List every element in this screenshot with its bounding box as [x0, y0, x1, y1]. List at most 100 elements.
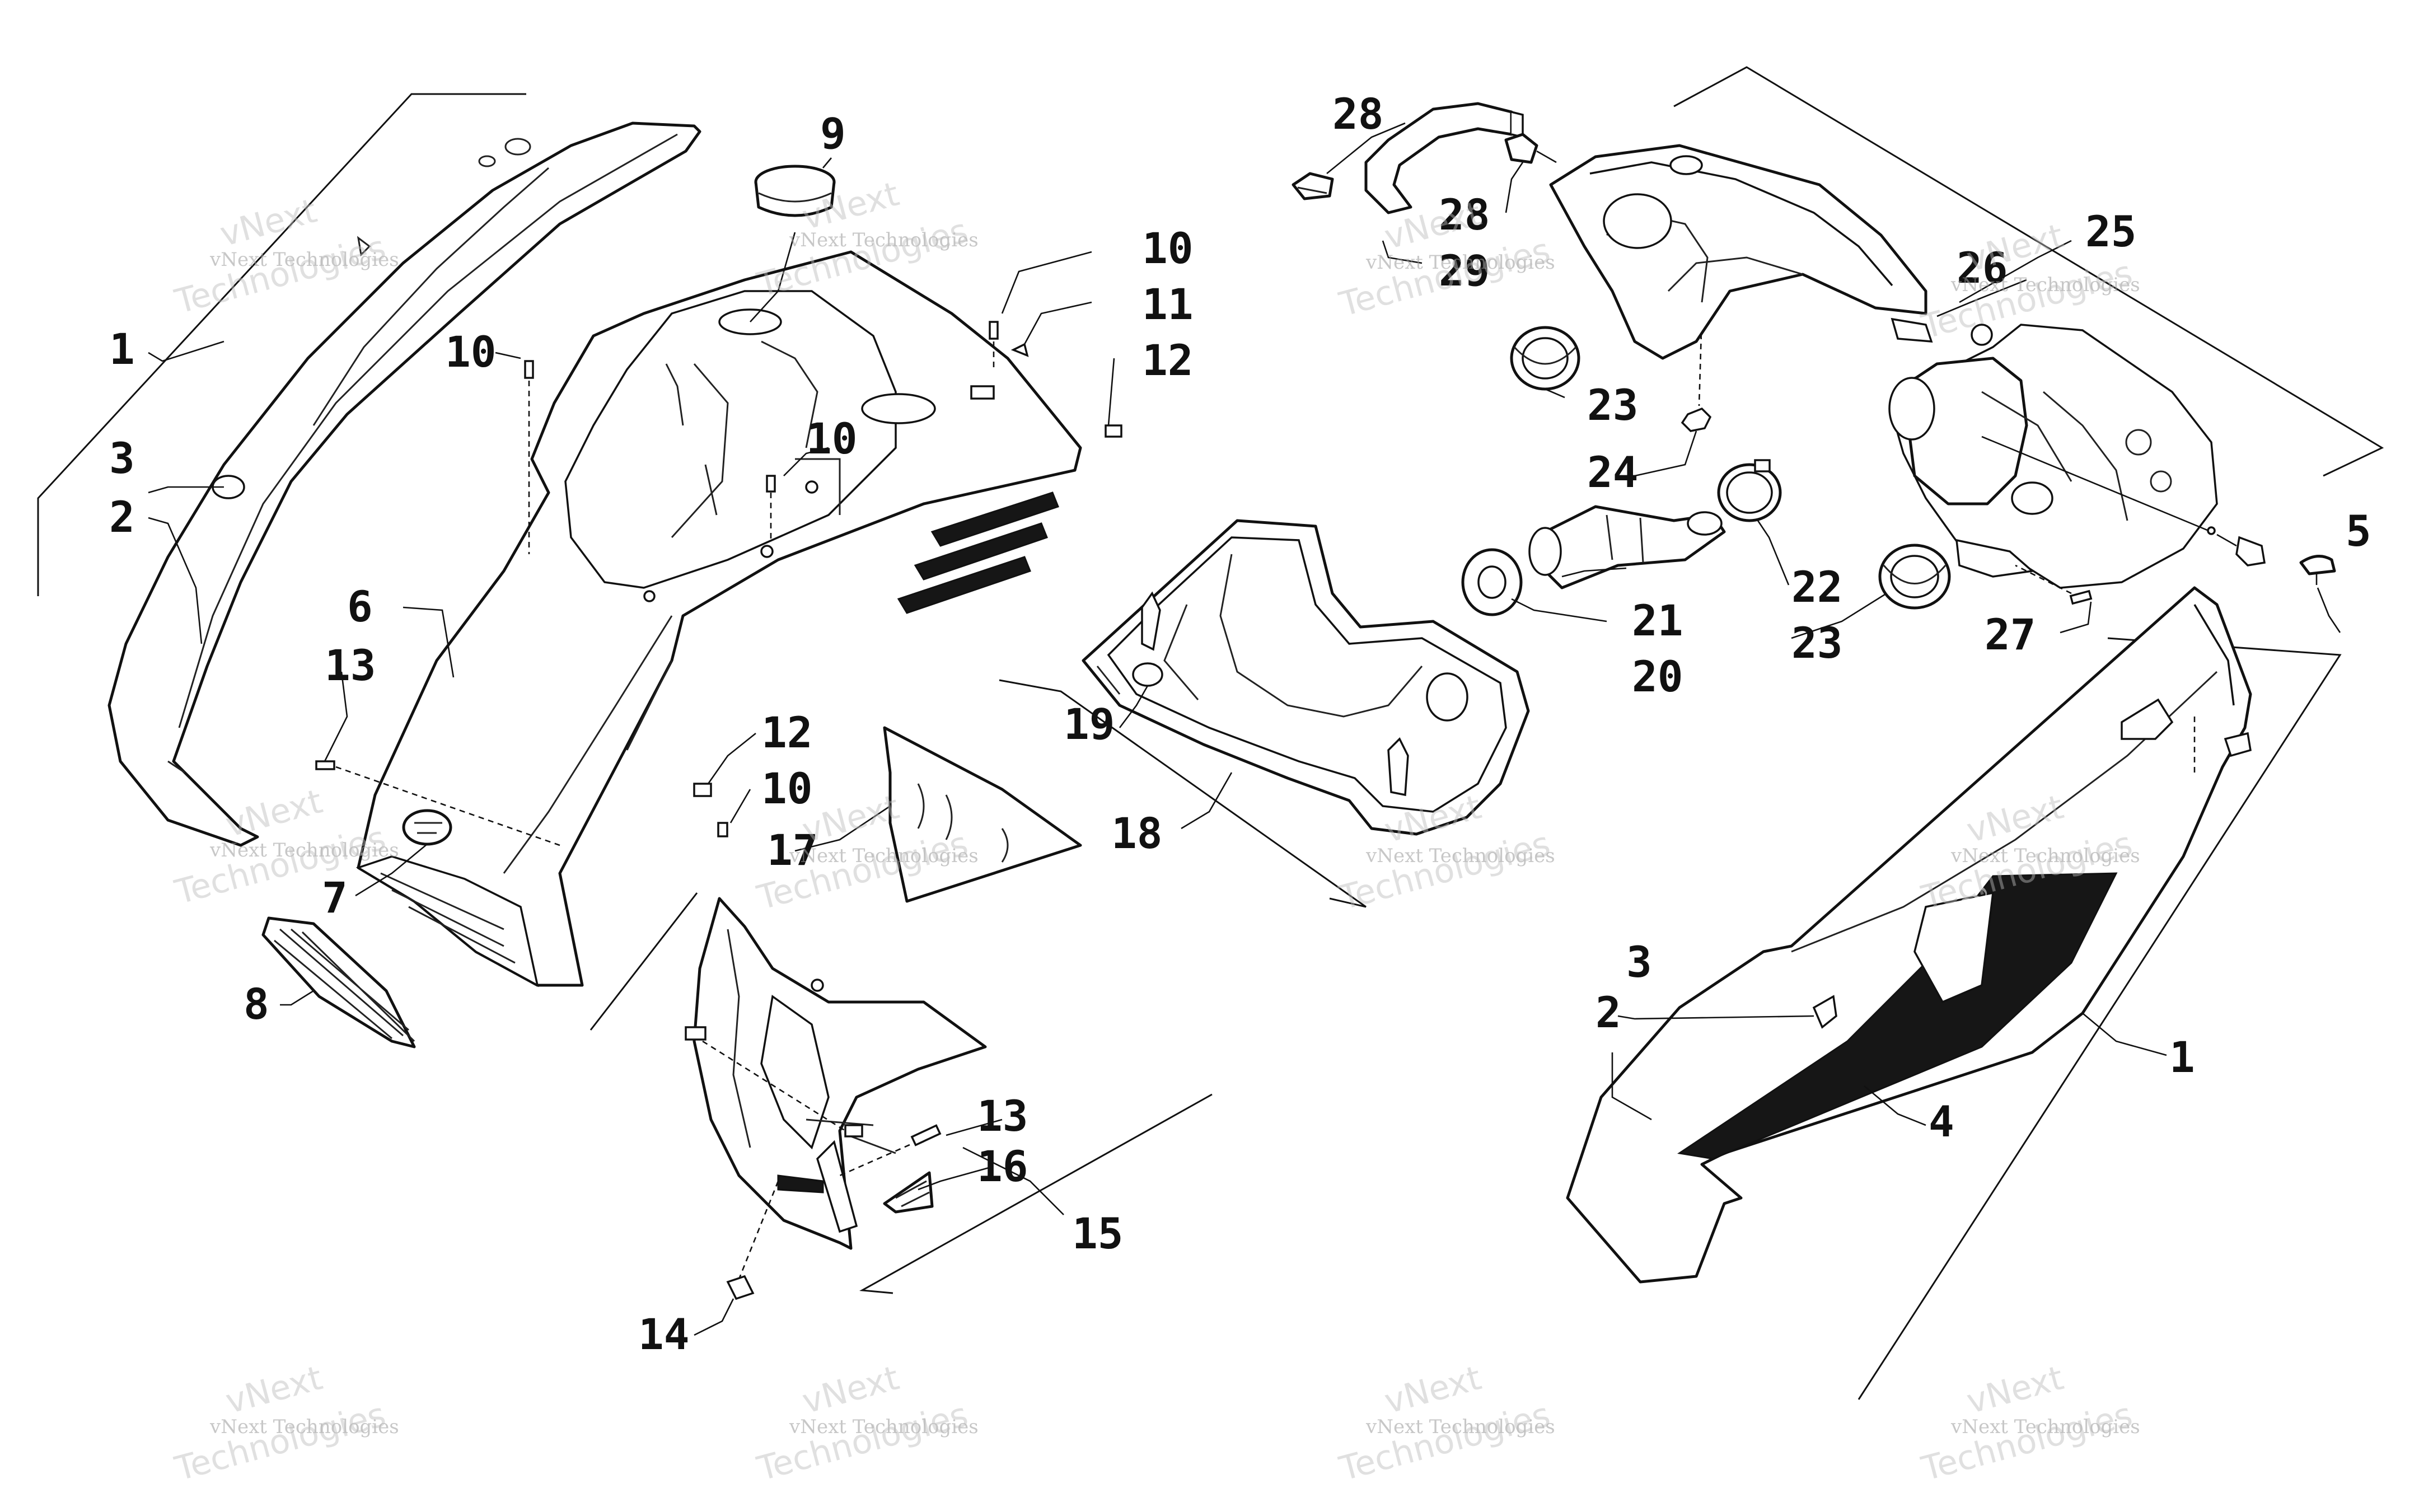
- hood-fasteners: [315, 321, 1122, 846]
- svg-text:vNext: vNext: [1381, 1359, 1485, 1422]
- callout-10-c: 10: [806, 414, 858, 464]
- callout-15: 15: [1072, 1209, 1124, 1258]
- svg-text:vNext: vNext: [222, 782, 326, 845]
- svg-text:Technologies: Technologies: [1335, 1395, 1554, 1489]
- watermark-10: vNext Technologies vNext Technologies: [753, 1359, 979, 1489]
- screw-27: [2015, 564, 2093, 605]
- callout-16: 16: [977, 1141, 1028, 1191]
- grille-insert-16: [883, 1171, 934, 1214]
- hood-trim-left: [107, 121, 701, 847]
- callout-28-b: 28: [1439, 190, 1490, 240]
- callout-9: 9: [820, 109, 846, 158]
- svg-text:vNext Technologies: vNext Technologies: [789, 229, 979, 251]
- callout-19: 19: [1064, 699, 1115, 749]
- callout-8: 8: [244, 979, 269, 1029]
- svg-text:vNext Technologies: vNext Technologies: [1365, 845, 1555, 867]
- airbox-18: [1082, 519, 1530, 836]
- callout-21: 21: [1632, 596, 1683, 645]
- callout-20: 20: [1632, 652, 1683, 701]
- callout-23-a: 23: [1587, 380, 1639, 430]
- grommet-23-b: [1878, 544, 1951, 610]
- leader-lines: [148, 122, 2341, 1336]
- callout-10-a: 10: [445, 327, 497, 377]
- callout-27: 27: [1985, 610, 2036, 659]
- callout-13-a: 13: [325, 640, 376, 690]
- callout-1-right: 1: [2169, 1032, 2195, 1082]
- callout-11: 11: [1142, 279, 1194, 329]
- vent-screen-8: [261, 916, 416, 1048]
- hose-clamp-28-b: [1504, 133, 1557, 164]
- svg-text:vNext Technologies: vNext Technologies: [209, 839, 399, 862]
- side-panel-right: F1100: [1566, 586, 2252, 1284]
- screw-10-a: [524, 360, 534, 379]
- svg-text:vNext: vNext: [798, 788, 903, 851]
- belly-pan-hardware: [726, 1124, 942, 1300]
- hood-6: [357, 250, 1082, 987]
- emblem-3-right-icon: [1812, 995, 1837, 1029]
- callout-12-a: 12: [1142, 335, 1194, 385]
- watermark-11: vNext Technologies vNext Technologies: [1335, 1359, 1555, 1489]
- callout-12-b: 12: [761, 708, 813, 757]
- svg-text:vNext: vNext: [222, 1359, 326, 1422]
- svg-text:Technologies: Technologies: [1335, 231, 1554, 325]
- svg-text:vNext Technologies: vNext Technologies: [789, 1416, 979, 1438]
- decal-4-icon: [1677, 872, 2118, 1160]
- svg-text:vNext Technologies: vNext Technologies: [1950, 845, 2140, 867]
- callout-10-d: 10: [761, 764, 813, 813]
- svg-text:vNext Technologies: vNext Technologies: [1950, 274, 2140, 296]
- callout-26: 26: [1957, 243, 2008, 293]
- speed-nut-14: [726, 1275, 755, 1300]
- callout-10-b: 10: [1142, 223, 1194, 273]
- callout-5: 5: [2346, 506, 2371, 556]
- speed-nut-12-a: [1105, 424, 1122, 438]
- speed-nut-12-b: [693, 783, 712, 797]
- svg-text:Technologies: Technologies: [171, 1395, 390, 1489]
- intake-assembly-25: [1549, 144, 2218, 589]
- plug-19-icon: [1132, 662, 1163, 687]
- callout-numbers: 1 3 2 6 13 7 8 9 10 10 11 12 10 12 10 17…: [109, 89, 2371, 1359]
- callout-3-left: 3: [109, 433, 135, 483]
- callout-18: 18: [1111, 808, 1163, 858]
- screw-10-d: [717, 822, 728, 837]
- clip-5: [2299, 555, 2336, 585]
- svg-text:vNext: vNext: [798, 1359, 903, 1422]
- bracket-intake-top: [1673, 66, 2384, 477]
- callout-2-left: 2: [109, 492, 135, 542]
- callout-1-left: 1: [109, 324, 135, 374]
- intake-tube-21: [1528, 505, 1726, 589]
- callout-23-b: 23: [1791, 618, 1843, 668]
- grommet-23-a: [1510, 326, 1580, 391]
- rivet-13-b: [910, 1124, 942, 1146]
- clip-11: [1010, 343, 1029, 357]
- hood-emblem-7: [402, 809, 452, 846]
- callout-6: 6: [347, 582, 373, 631]
- callout-2-right: 2: [1595, 987, 1621, 1037]
- hood-grille: [355, 855, 539, 987]
- callout-24: 24: [1587, 447, 1639, 497]
- watermark-3: vNext Technologies vNext Technologies: [1335, 194, 1555, 325]
- intake-duct-parts: [1461, 313, 1782, 616]
- grommet-9: [754, 165, 836, 217]
- callout-13-b: 13: [977, 1091, 1028, 1141]
- nut-24: [1681, 407, 1712, 432]
- svg-text:vNext Technologies: vNext Technologies: [209, 1416, 399, 1438]
- belly-pan-15: [685, 897, 987, 1250]
- watermark-12: vNext Technologies vNext Technologies: [1917, 1359, 2140, 1489]
- svg-text:Technologies: Technologies: [1917, 1395, 2136, 1489]
- callout-25: 25: [2085, 207, 2137, 256]
- svg-text:vNext Technologies: vNext Technologies: [209, 249, 399, 271]
- deflector-17: [883, 726, 1082, 903]
- bracket-belly-pan-bottom: [859, 1093, 1213, 1294]
- callout-4: 4: [1929, 1097, 1954, 1146]
- sensor-26: [1981, 436, 2266, 567]
- seal-20: [1461, 548, 1523, 616]
- svg-text:vNext Technologies: vNext Technologies: [789, 845, 979, 867]
- screw-10-c: [766, 475, 776, 493]
- svg-text:Technologies: Technologies: [1335, 824, 1554, 918]
- callout-28-a: 28: [1332, 89, 1384, 139]
- bracket-airbox: [999, 679, 1367, 908]
- svg-text:vNext Technologies: vNext Technologies: [1950, 1416, 2140, 1438]
- svg-text:vNext Technologies: vNext Technologies: [1365, 1416, 1555, 1438]
- bracket-belly-pan: [589, 892, 698, 1031]
- rivet-13-a: [315, 760, 335, 770]
